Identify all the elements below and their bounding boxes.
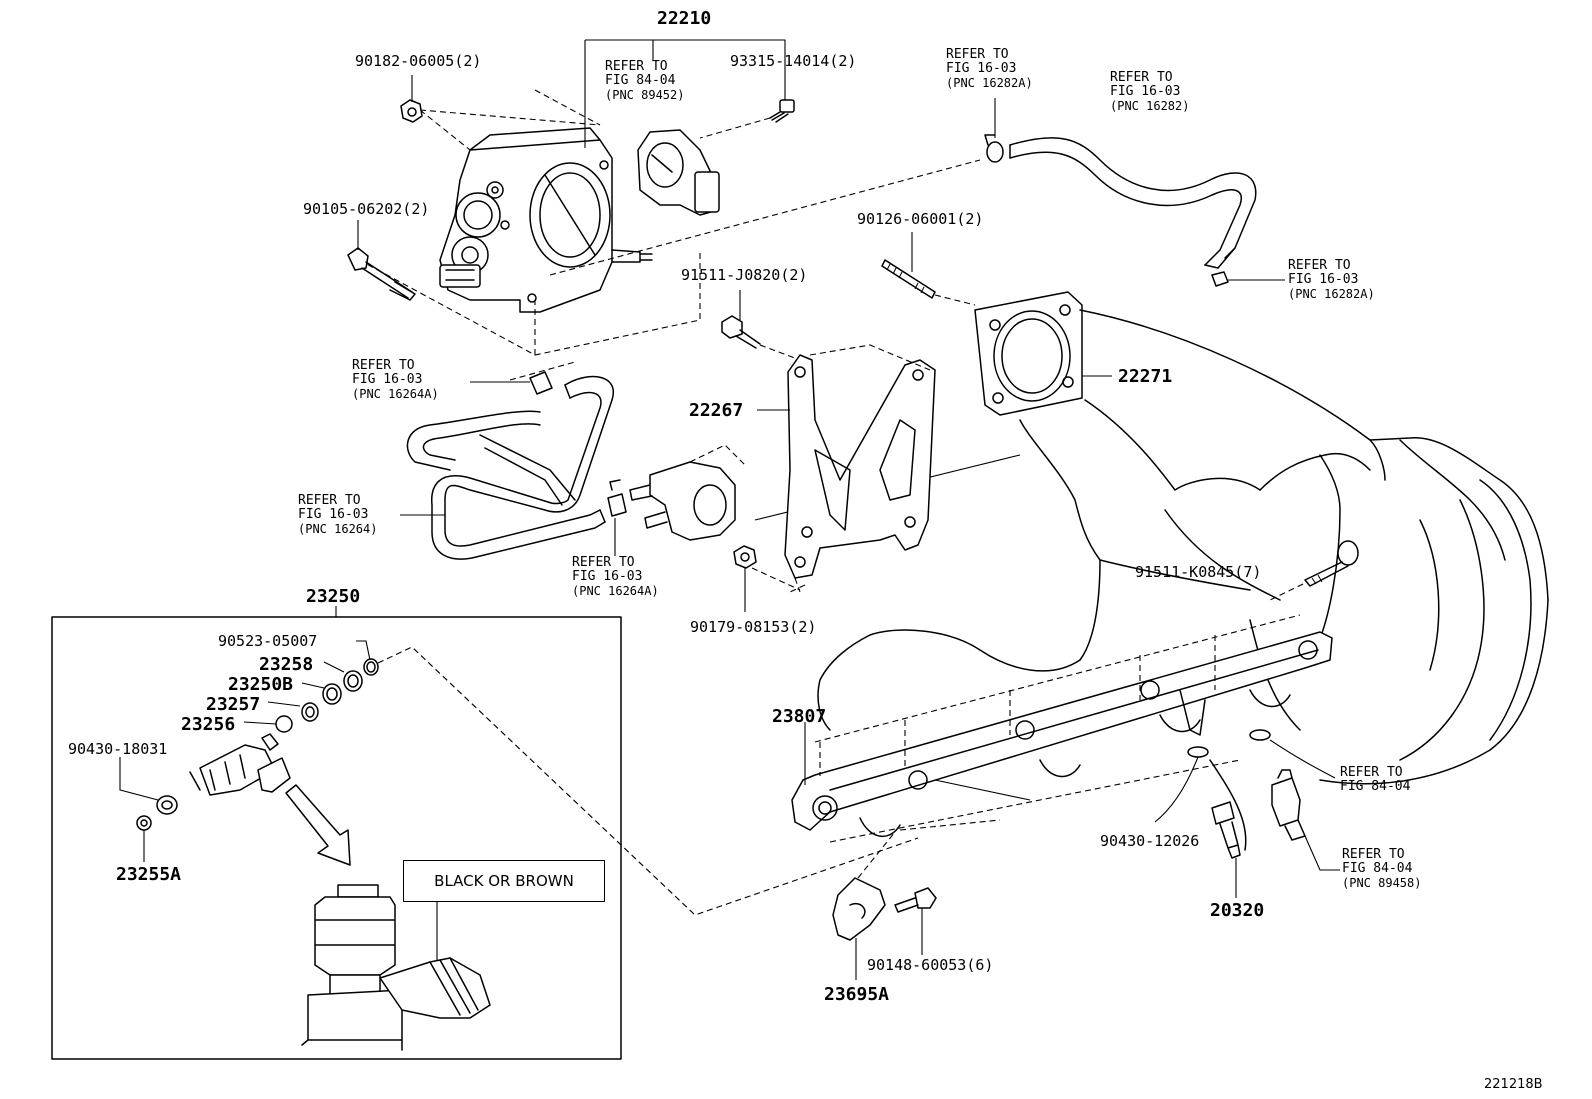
refer-line: REFER TO [572,555,635,570]
nut-90179-drawing [733,545,757,569]
refer-fig-84-04-89452: REFER TO FIG 84-04 (PNC 89452) [605,59,685,103]
seal-23256-drawing [275,715,293,733]
refer-line: REFER TO [605,59,668,74]
label-90523-05007: 90523-05007 [218,632,318,650]
injector-drawing [189,733,291,796]
label-91511-k0845: 91511-K0845(7) [1135,563,1262,581]
color-note-box: BLACK OR BROWN [403,860,605,902]
refer-line: REFER TO [1340,765,1403,780]
refer-pnc: (PNC 89452) [605,88,685,102]
vacuum-switching-valve-drawing [629,461,736,541]
label-90105-06202: 90105-06202(2) [303,200,430,218]
hose-clamp-left-bottom-drawing [607,479,627,517]
refer-fig: FIG 16-03 [572,569,643,584]
stud-90126-drawing [881,259,936,299]
label-23256: 23256 [181,714,236,735]
refer-fig-16-03-16282a-right: REFER TO FIG 16-03 (PNC 16282A) [1288,258,1375,302]
throttle-position-sensor-drawing [637,129,720,216]
label-91511-j0820: 91511-J0820(2) [681,266,808,284]
label-23258: 23258 [259,654,314,675]
refer-pnc: (PNC 16282) [1110,99,1190,113]
clip-23695a-drawing [832,877,886,941]
label-90430-18031: 90430-18031 [68,740,168,758]
arrow-shape [285,784,351,866]
refer-fig: FIG 84-04 [1342,861,1413,876]
ring-90430-drawing [156,795,178,815]
nut-90182-drawing [400,99,423,123]
refer-line: REFER TO [298,493,361,508]
bolt-90148-drawing [894,887,937,913]
label-22210: 22210 [657,8,712,29]
refer-line: REFER TO [352,358,415,373]
refer-fig-16-03-16282: REFER TO FIG 16-03 (PNC 16282) [1110,70,1190,114]
refer-fig-16-03-16264: REFER TO FIG 16-03 (PNC 16264) [298,493,378,537]
injector-detail-drawing [301,884,491,1051]
sensor-20320-drawing [1211,801,1241,859]
upper-hose-drawing [1009,137,1257,269]
refer-pnc: (PNC 16264) [298,522,378,536]
lower-hose-drawing [406,375,615,560]
refer-line: REFER TO [1110,70,1173,85]
screw-93315-drawing [769,99,795,123]
fuel-rail-drawing [791,631,1333,837]
label-20320: 20320 [1210,900,1265,921]
refer-line: REFER TO [1342,847,1405,862]
hose-clamp-upper-drawing [984,134,1004,163]
refer-fig-84-04: REFER TO FIG 84-04 [1340,766,1410,794]
label-23257: 23257 [206,694,261,715]
refer-fig-84-04-89458: REFER TO FIG 84-04 (PNC 89458) [1342,847,1422,891]
label-90179-08153: 90179-08153(2) [690,618,817,636]
ring-23255a-drawing [136,815,152,831]
refer-fig-16-03-16264a-top: REFER TO FIG 16-03 (PNC 16264A) [352,358,439,402]
refer-fig: FIG 16-03 [1110,84,1181,99]
label-90148-60053: 90148-60053(6) [867,956,994,974]
throttle-body-drawing [439,127,653,313]
bolt-91511-j0820-drawing [721,315,761,349]
hose-clamp-right-drawing [1211,271,1229,287]
seal-23250b-drawing [322,683,342,705]
refer-fig-16-03-16264a-bottom: REFER TO FIG 16-03 (PNC 16264A) [572,555,659,599]
gasket-22271-drawing [974,291,1083,416]
label-23255a: 23255A [116,864,182,885]
bolt-90105-drawing [347,247,416,301]
refer-fig-16-03-16282a-top: REFER TO FIG 16-03 (PNC 16282A) [946,47,1033,91]
refer-pnc: (PNC 16282A) [946,76,1033,90]
refer-line: REFER TO [946,47,1009,62]
pressure-sensor-drawing [1271,769,1306,841]
label-22267: 22267 [689,400,744,421]
label-23695a: 23695A [824,984,890,1005]
seal-23258-drawing [343,670,363,692]
refer-fig: FIG 16-03 [352,372,423,387]
bracket-22267-drawing [784,354,936,579]
ring-90523-drawing [363,658,379,676]
refer-pnc: (PNC 16282A) [1288,287,1375,301]
refer-pnc: (PNC 89458) [1342,876,1422,890]
label-93315-14014: 93315-14014(2) [730,52,857,70]
refer-pnc: (PNC 16264A) [572,584,659,598]
refer-fig: FIG 16-03 [1288,272,1359,287]
label-23807: 23807 [772,706,827,727]
seal-23257-drawing [301,702,319,722]
hose-clamp-left-top-drawing [529,371,553,395]
figure-id: 221218B [1484,1077,1543,1092]
refer-pnc: (PNC 16264A) [352,387,439,401]
refer-fig: FIG 84-04 [1340,779,1411,794]
bolt-91511-k0845-drawing [1304,540,1359,587]
label-90430-12026: 90430-12026 [1100,832,1200,850]
label-23250: 23250 [306,586,361,607]
label-22271: 22271 [1118,366,1173,387]
label-90182-06005: 90182-06005(2) [355,52,482,70]
refer-line: REFER TO [1288,258,1351,273]
intake-manifold-drawing [817,309,1549,851]
refer-fig: FIG 16-03 [298,507,369,522]
refer-fig: FIG 84-04 [605,73,676,88]
label-90126-06001: 90126-06001(2) [857,210,984,228]
refer-fig: FIG 16-03 [946,61,1017,76]
label-23250b: 23250B [228,674,294,695]
